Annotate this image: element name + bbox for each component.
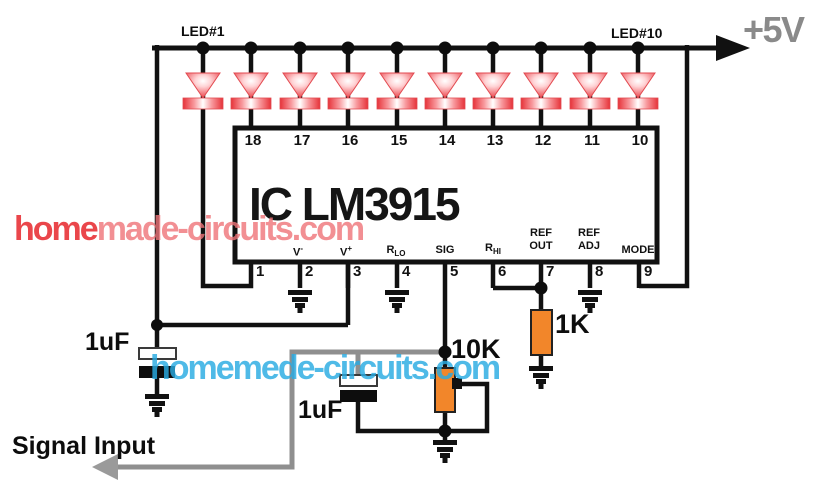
pin-label-v-plus: V+ xyxy=(339,244,352,259)
pin-label-rhi: RHI xyxy=(485,242,501,257)
ic-pin-4: 4 xyxy=(402,263,411,280)
ic-pin-8: 8 xyxy=(595,263,604,280)
capacitor-1uf-input xyxy=(339,374,378,402)
led-10 xyxy=(617,72,659,110)
ic-name-label: IC LM3915 xyxy=(249,178,461,230)
led-1 xyxy=(182,72,224,110)
ground-cap1-icon xyxy=(145,397,169,415)
led-9 xyxy=(569,72,611,110)
supply-arrow-icon xyxy=(716,35,750,61)
led-bargraph xyxy=(182,72,659,110)
ic-pin-7: 7 xyxy=(546,263,555,280)
pin-label-mode: MODE xyxy=(621,244,655,256)
signal-arrow-icon xyxy=(92,454,118,480)
supply-voltage-label: +5V xyxy=(743,9,805,50)
ic-pin-17: 17 xyxy=(293,132,311,149)
wire-led1-to-pin1 xyxy=(200,50,254,289)
led1-label: LED#1 xyxy=(181,23,225,39)
ic-pin-5: 5 xyxy=(450,263,459,280)
ic-pin-16: 16 xyxy=(341,132,359,149)
ground-pot-icon xyxy=(433,443,457,461)
resistor-1k xyxy=(530,309,553,356)
ground-pin4-icon xyxy=(385,293,409,311)
ic-pin-6: 6 xyxy=(498,263,507,280)
ic-pin-18: 18 xyxy=(244,132,262,149)
cap2-value-label: 1uF xyxy=(298,396,343,424)
ic-pin-13: 13 xyxy=(486,132,504,149)
led-3 xyxy=(279,72,321,110)
ic-pin-12: 12 xyxy=(534,132,552,149)
potentiometer-10k xyxy=(434,367,462,413)
pin-label-rlo: RLO xyxy=(386,244,406,259)
led-6 xyxy=(424,72,466,110)
led-5 xyxy=(376,72,418,110)
pot-value-label: 10K xyxy=(451,334,501,364)
pin-label-sig: SIG xyxy=(435,244,455,256)
wires-signal-gray xyxy=(100,349,443,470)
ground-pin2-icon xyxy=(288,293,312,311)
ground-pin8-icon xyxy=(578,293,602,311)
wire-cap2-to-ground-node xyxy=(355,399,445,434)
ic-pin-10: 10 xyxy=(631,132,649,149)
led-8 xyxy=(520,72,562,110)
signal-input-label: Signal Input xyxy=(12,432,156,460)
ic-pin-3: 3 xyxy=(353,263,362,280)
capacitor-1uf-supply xyxy=(138,347,177,378)
led-2 xyxy=(230,72,272,110)
wire-mode-to-supply xyxy=(639,45,690,289)
ic-pin-11: 11 xyxy=(584,132,600,149)
junction-dots xyxy=(151,41,645,438)
cap1-value-label: 1uF xyxy=(85,328,130,356)
pot-wiper-tab xyxy=(452,378,462,389)
res-value-label: 1K xyxy=(555,309,590,339)
ic-pin-1: 1 xyxy=(256,263,265,280)
led-4 xyxy=(327,72,369,110)
led-7 xyxy=(472,72,514,110)
ground-1k-icon xyxy=(529,369,553,387)
wire-signal-input xyxy=(100,349,443,470)
wires-bottom-pin-stubs xyxy=(297,260,642,288)
pin-label-v-minus: V- xyxy=(292,244,303,259)
wire-pot-wiper-loop xyxy=(445,381,490,434)
led10-label: LED#10 xyxy=(611,25,663,41)
ic-body xyxy=(232,125,660,265)
ic-pin-14: 14 xyxy=(438,132,456,149)
ic-pin-9: 9 xyxy=(644,263,653,280)
ic-pin-2: 2 xyxy=(305,263,314,280)
ic-pin-15: 15 xyxy=(390,132,408,149)
